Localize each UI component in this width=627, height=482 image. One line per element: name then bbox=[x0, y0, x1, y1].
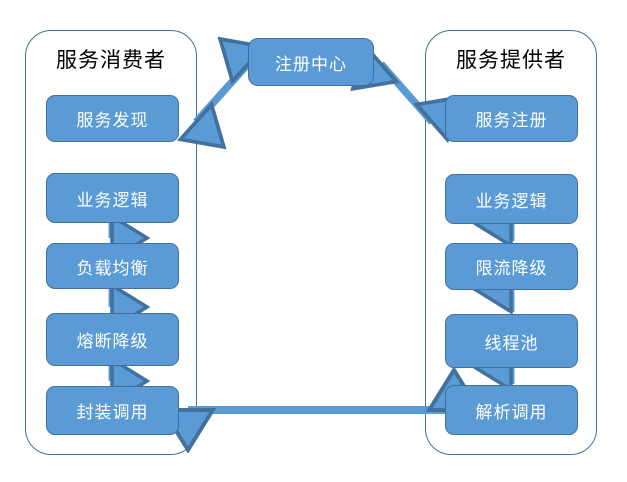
arrow-registry-to-provider-register bbox=[381, 64, 432, 122]
consumer-panel-title: 服务消费者 bbox=[56, 49, 166, 72]
arrow-consumer-discovery-to-registry bbox=[196, 64, 248, 122]
node-provider-business-logic[interactable]: 业务逻辑 bbox=[445, 174, 578, 224]
node-consumer-load-balance[interactable]: 负载均衡 bbox=[46, 243, 179, 289]
provider-panel-title: 服务提供者 bbox=[456, 49, 566, 72]
node-consumer-service-discovery[interactable]: 服务发现 bbox=[46, 95, 179, 142]
node-consumer-business-logic[interactable]: 业务逻辑 bbox=[46, 173, 179, 223]
node-consumer-circuit-breaker[interactable]: 熔断降级 bbox=[46, 313, 179, 366]
node-provider-service-register[interactable]: 服务注册 bbox=[445, 95, 578, 142]
node-provider-thread-pool[interactable]: 线程池 bbox=[445, 314, 578, 368]
node-consumer-wrap-call[interactable]: 封装调用 bbox=[46, 386, 179, 435]
node-provider-parse-call[interactable]: 解析调用 bbox=[445, 385, 578, 435]
registry-center-node[interactable]: 注册中心 bbox=[248, 38, 374, 86]
node-provider-rate-limit[interactable]: 限流降级 bbox=[445, 243, 578, 290]
